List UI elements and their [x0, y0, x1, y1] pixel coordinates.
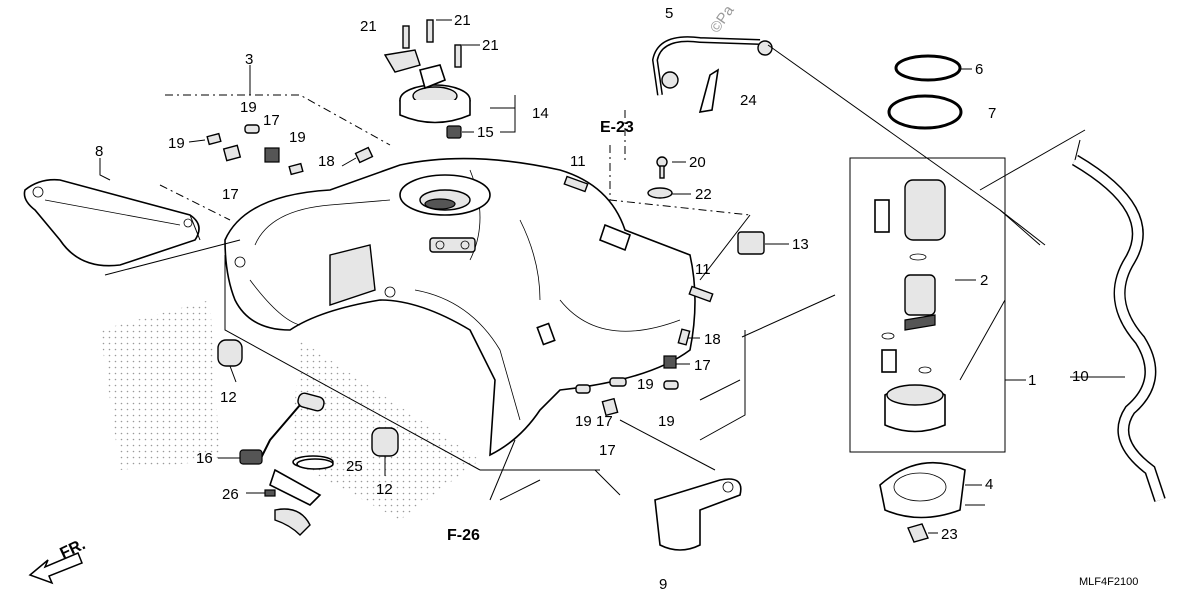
callout-13: 13 [792, 236, 809, 253]
callout-19c: 19 [289, 129, 306, 146]
tank-bracket [654, 478, 742, 551]
fuel-pump-box [849, 157, 1006, 453]
rubber-caps [217, 339, 399, 457]
callout-22: 22 [695, 186, 712, 203]
small-parts [206, 124, 765, 470]
callout-17e: 17 [596, 413, 613, 430]
callout-16: 16 [196, 450, 213, 467]
reference-e23: E-23 [600, 119, 634, 136]
leader-lines [99, 44, 1086, 506]
diagram-code: MLF4F2100 [1079, 576, 1138, 588]
watermark: ©Pa [707, 2, 738, 36]
callout-14: 14 [532, 105, 549, 122]
callout-19a: 19 [168, 135, 185, 152]
callout-19e: 19 [575, 413, 592, 430]
callout-15: 15 [477, 124, 494, 141]
callout-11a: 11 [570, 153, 586, 170]
callout-labels: 1 2 3 4 5 6 7 8 10 11 11 12 12 13 14 15 … [95, 5, 1089, 543]
callout-3: 3 [245, 51, 253, 68]
callout-5: 5 [665, 5, 673, 22]
callout-17d: 17 [599, 442, 616, 459]
callout-21b: 21 [454, 12, 471, 29]
callout-21a: 21 [360, 18, 377, 35]
callout-25: 25 [346, 458, 363, 475]
fuel-hose [651, 36, 773, 113]
front-label: FR. [58, 536, 89, 562]
callout-19b: 19 [240, 99, 257, 116]
callout-ticks [188, 19, 1125, 534]
callout-8: 8 [95, 143, 103, 160]
reference-f26: F-26 [447, 527, 480, 544]
callout-12b: 12 [376, 481, 393, 498]
callout-18a: 18 [318, 153, 335, 170]
callout-12a: 12 [220, 389, 237, 406]
callout-19f: 19 [658, 413, 675, 430]
tank-cover [23, 178, 200, 267]
assembly-lines [159, 94, 751, 221]
callout-6: 6 [975, 61, 983, 78]
callout-24: 24 [740, 92, 757, 109]
callout-7: 7 [988, 105, 996, 122]
breather-tube [1071, 139, 1166, 502]
callout-18b: 18 [704, 331, 721, 348]
callout-23: 23 [941, 526, 958, 543]
callout-17c: 17 [694, 357, 711, 374]
fuel-cap-assembly [383, 19, 471, 139]
callout-2: 2 [980, 272, 988, 289]
callout-21c: 21 [482, 37, 499, 54]
fuel-pump-plate [879, 462, 966, 543]
page-number: 9 [659, 576, 667, 593]
fuel-tank [224, 157, 696, 457]
callout-4: 4 [985, 476, 993, 493]
o-rings [887, 54, 963, 130]
callout-11b: 11 [695, 261, 711, 278]
callout-17a: 17 [263, 112, 280, 129]
callout-19d: 19 [637, 376, 654, 393]
callout-20: 20 [689, 154, 706, 171]
front-direction-arrow: FR. [28, 536, 89, 585]
callout-1: 1 [1028, 372, 1036, 389]
callout-26: 26 [222, 486, 239, 503]
callout-17b: 17 [222, 186, 239, 203]
